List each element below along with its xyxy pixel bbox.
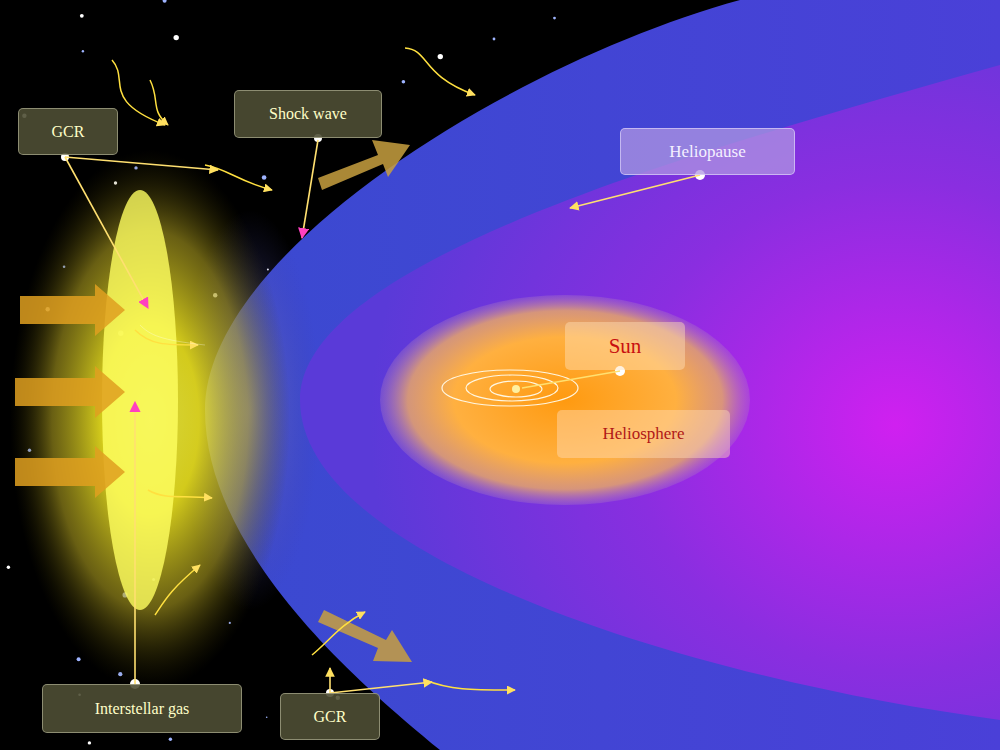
flow-arrows <box>15 284 125 498</box>
shock-arrows <box>318 140 412 662</box>
orbits <box>442 370 578 406</box>
inner-region <box>300 65 1000 720</box>
interstellar-gas-label: Interstellar gas <box>42 684 242 733</box>
gcr-paths <box>112 48 515 690</box>
heliosphere-label: Heliosphere <box>557 410 730 458</box>
sun-label: Sun <box>565 322 685 370</box>
heliosphere-glow <box>380 295 750 505</box>
label-text: Sun <box>609 334 642 359</box>
heliopause-label: Heliopause <box>620 128 795 175</box>
gcr-label: GCR <box>280 693 380 740</box>
shock-band <box>10 150 290 690</box>
label-text: Interstellar gas <box>95 700 190 718</box>
label-text: GCR <box>314 708 347 726</box>
label-text: GCR <box>52 123 85 141</box>
label-text: Heliosphere <box>602 424 684 444</box>
label-text: Shock wave <box>269 105 347 123</box>
label-text: Heliopause <box>669 142 745 162</box>
gcr-label: GCR <box>18 108 118 155</box>
shock-wave-label: Shock wave <box>234 90 382 138</box>
sun-dot <box>512 385 520 393</box>
heliosheath <box>205 0 1000 750</box>
